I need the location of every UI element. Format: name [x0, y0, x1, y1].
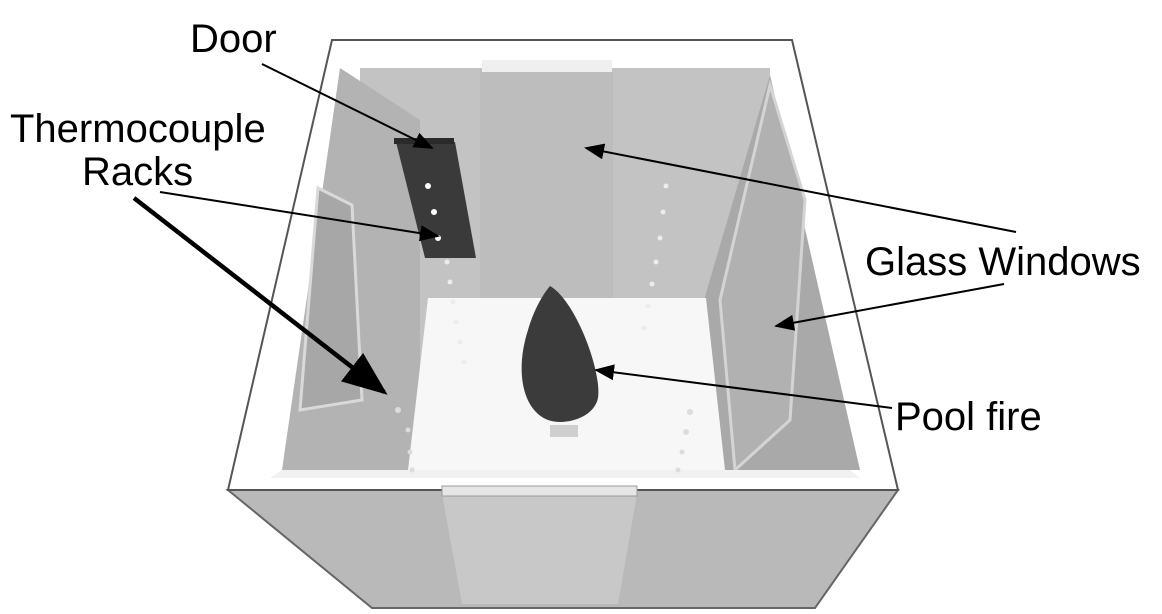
thermocouple-arrow-upper [159, 191, 440, 242]
thermocouple-label-line1: Thermocouple [10, 107, 266, 151]
thermocouple-arrow-lower [132, 196, 388, 395]
annotation-arrows [132, 63, 1017, 409]
pool-fire-flame [521, 286, 599, 422]
thermocouple-rack-front-right [675, 409, 693, 473]
thermocouple-point [453, 319, 459, 325]
thermocouple-point [450, 299, 456, 305]
thermocouple-point [663, 183, 669, 189]
thermocouple-rack-left [444, 259, 467, 365]
glass-windows-label: Glass Windows [865, 240, 1141, 284]
pool-fire-arrow [594, 364, 893, 409]
thermocouple-rack-right [641, 183, 669, 331]
glass-windows-arrow-upper [584, 143, 1017, 233]
thermocouple-point [447, 279, 453, 285]
door-label: Door [190, 17, 277, 61]
thermocouple-rack-front-left [395, 407, 415, 473]
thermocouple-point [657, 235, 663, 241]
pool-fire-label: Pool fire [895, 395, 1042, 439]
door [396, 142, 476, 258]
thermocouple-label-line2: Racks [82, 150, 193, 194]
thermocouple-point [649, 281, 655, 287]
front-door-sill [441, 485, 638, 497]
thermocouple-point [444, 259, 450, 265]
front-wall-center-panel [442, 494, 637, 604]
glass-windows-arrow-lower [774, 283, 1005, 331]
right-wall-window [718, 79, 807, 474]
thermocouple-point [409, 467, 415, 473]
floor-front-strip [270, 470, 860, 478]
thermocouple-point [641, 325, 647, 331]
thermocouple-point [687, 409, 693, 415]
compartment [225, 39, 900, 609]
door-arrow [261, 63, 434, 149]
thermocouple-point [431, 209, 437, 215]
thermocouple-point [461, 359, 467, 365]
thermocouple-point [457, 339, 463, 345]
thermocouple-point [683, 429, 689, 435]
thermocouple-point [660, 209, 666, 215]
thermocouple-point [425, 183, 431, 189]
thermocouple-point [645, 303, 651, 309]
back-wall-panel [480, 70, 613, 300]
back-wall-top-window [482, 60, 612, 72]
fire-pan [550, 425, 578, 437]
thermocouple-point [407, 449, 413, 455]
thermocouple-point [653, 259, 659, 265]
thermocouple-point [675, 467, 681, 473]
thermocouple-point [405, 427, 411, 433]
thermocouple-point [679, 449, 685, 455]
thermocouple-point [395, 407, 401, 413]
